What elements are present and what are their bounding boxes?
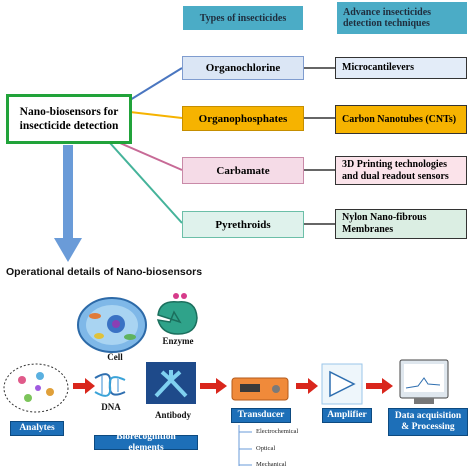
label-cell: Cell (107, 352, 123, 362)
operational-title: Operational details of Nano-biosensors (6, 266, 203, 278)
label-enzyme: Enzyme (162, 336, 194, 346)
main-box-label: Nano-biosensors for insecticide detectio… (19, 106, 119, 132)
type-carbamate: Carbamate (182, 157, 304, 184)
stage-data-acquisition: Data acquisition & Processing (388, 408, 468, 436)
tech-cnts: Carbon Nanotubes (CNTs) (335, 105, 467, 134)
tech-3d-printing: 3D Printing technologies and dual readou… (335, 156, 467, 185)
tech-nylon-membranes: Nylon Nano-fibrous Membranes (335, 209, 467, 239)
stage-biorecognition: Biorecognition elements (94, 432, 198, 453)
stage-amplifier: Amplifier (322, 408, 372, 423)
link-pyrethroids (109, 142, 183, 224)
link-organochlorine (129, 67, 183, 101)
process-arrows (73, 378, 393, 394)
label-dna: DNA (101, 402, 121, 412)
main-box: Nano-biosensors for insecticide detectio… (6, 94, 132, 144)
transducer-mechanical: Mechanical (256, 461, 287, 468)
down-arrow-shaft (63, 145, 73, 240)
tech-microcantilevers: Microcantilevers (335, 57, 467, 79)
down-arrow-head (54, 238, 82, 262)
link-organophosphates (129, 111, 183, 119)
type-organochlorine: Organochlorine (182, 56, 304, 80)
stage-analytes: Analytes (10, 421, 64, 436)
type-pyrethroids: Pyrethroids (182, 211, 304, 238)
type-organophosphates: Organophosphates (182, 106, 304, 131)
header-types: Types of insecticides (183, 6, 303, 30)
stage-transducer: Transducer (231, 408, 291, 423)
header-techniques: Advance insecticides detection technique… (337, 2, 467, 34)
transducer-electrochemical: Electrochemical (256, 428, 299, 435)
transducer-optical: Optical (256, 445, 276, 452)
transducer-branches (238, 425, 252, 466)
link-carbamate (119, 142, 183, 171)
label-antibody: Antibody (154, 410, 191, 420)
